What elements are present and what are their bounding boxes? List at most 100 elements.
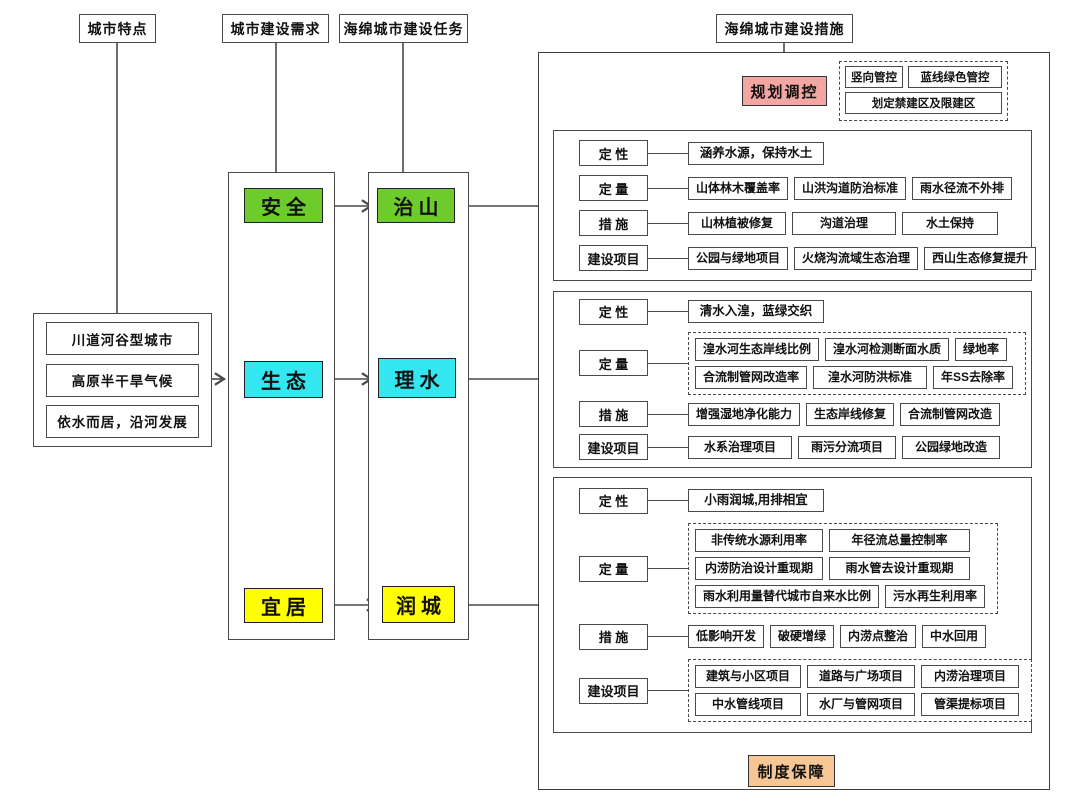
project-cell: 西山生态修复提升	[924, 246, 1037, 270]
measure-cell: 内涝点整治	[840, 625, 917, 649]
city-features-group: 川道河谷型城市 高原半干旱气候 依水而居，沿河发展	[33, 313, 212, 447]
project-cell: 管渠提标项目	[921, 693, 1019, 717]
row-label-qualitative: 定 性	[579, 298, 648, 325]
indicator-cell: 雨水径流不外排	[912, 176, 1013, 200]
project-cell: 内涝治理项目	[921, 665, 1019, 689]
measure-cell: 破硬增绿	[770, 625, 835, 649]
indicator-cell: 雨水利用量替代城市自来水比例	[695, 585, 880, 609]
row-label-qualitative: 定 性	[579, 487, 648, 514]
city-feature-item: 高原半干旱气候	[46, 363, 199, 397]
measure-cell: 增强湿地净化能力	[688, 402, 801, 426]
row-measures: 措 施 低影响开发 破硬增绿 内涝点整治 中水回用	[554, 623, 1031, 650]
row-quantitative: 定 量 湟水河生态岸线比例 湟水河检测断面水质 绿地率 合流制管网改造率 湟水河…	[554, 331, 1031, 395]
project-cell: 水系治理项目	[688, 435, 792, 459]
indicator-cell: 山洪沟道防治标准	[794, 176, 907, 200]
indicator-cell: 年SS去除率	[933, 365, 1014, 389]
indicator-cell: 雨水管去设计重现期	[829, 557, 970, 581]
qualitative-goal: 涵养水源，保持水土	[688, 141, 824, 165]
connector-stub	[648, 413, 688, 415]
planning-vertical-control: 竖向管控	[845, 66, 903, 88]
indicator-cell: 湟水河生态岸线比例	[695, 337, 820, 361]
tasks-container	[368, 172, 469, 640]
project-cell: 公园与绿地项目	[688, 246, 789, 270]
planning-sub-controls: 竖向管控 蓝线绿色管控 划定禁建区及限建区	[839, 61, 1008, 121]
section-city: 定 性 小雨润城,用排相宜 定 量 非传统水源利用率 年径流总量控制率 内涝防治…	[553, 477, 1032, 733]
row-label-measures: 措 施	[579, 401, 648, 428]
city-feature-item: 川道河谷型城市	[46, 322, 199, 356]
connector-stub	[648, 690, 688, 692]
planning-restricted-zones: 划定禁建区及限建区	[845, 92, 1002, 114]
measure-cell: 低影响开发	[688, 625, 765, 649]
indicator-cell: 污水再生利用率	[885, 585, 986, 609]
project-cell: 水厂与管网项目	[807, 693, 915, 717]
row-quantitative: 定 量 非传统水源利用率 年径流总量控制率 内涝防治设计重现期 雨水管去设计重现…	[554, 523, 1031, 615]
planning-control-box: 规划调控	[742, 76, 827, 106]
connector-stub	[648, 152, 688, 154]
project-cell: 建筑与小区项目	[695, 665, 801, 689]
measure-cell: 水土保持	[902, 211, 998, 235]
project-cell: 雨污分流项目	[798, 435, 896, 459]
task-water: 理水	[378, 358, 456, 398]
indicator-cell: 湟水河防洪标准	[813, 365, 928, 389]
row-label-measures: 措 施	[579, 210, 648, 236]
city-feature-item: 依水而居，沿河发展	[46, 404, 199, 438]
header-sponge-tasks: 海绵城市建设任务	[339, 14, 468, 43]
measure-cell: 中水回用	[922, 625, 987, 649]
project-cell: 火烧沟流域生态治理	[794, 246, 919, 270]
measure-cell: 山林植被修复	[688, 211, 786, 235]
connector-stub	[648, 446, 688, 448]
indicator-cell: 内涝防治设计重现期	[695, 557, 823, 581]
indicator-cell: 绿地率	[955, 337, 1008, 361]
header-city-needs: 城市建设需求	[222, 14, 329, 43]
project-cell: 中水管线项目	[695, 693, 801, 717]
row-qualitative: 定 性 小雨润城,用排相宜	[554, 487, 1031, 514]
qualitative-goal: 清水入湟，蓝绿交织	[688, 300, 824, 324]
measure-cell: 合流制管网改造	[900, 402, 1001, 426]
row-label-projects: 建设项目	[579, 434, 648, 461]
row-label-projects: 建设项目	[579, 245, 648, 271]
projects-group: 建筑与小区项目 道路与广场项目 内涝治理项目 中水管线项目 水厂与管网项目 管渠…	[688, 659, 1032, 723]
need-livability: 宜居	[244, 588, 323, 623]
task-city: 润城	[382, 586, 455, 623]
row-qualitative: 定 性 清水入湟，蓝绿交织	[554, 298, 1031, 325]
indicator-cell: 年径流总量控制率	[829, 529, 970, 553]
connector-stub	[648, 222, 688, 224]
connector-stub	[648, 500, 688, 502]
row-qualitative: 定 性 涵养水源，保持水土	[554, 140, 1031, 166]
connector-stub	[648, 311, 688, 313]
institution-guarantee-box: 制度保障	[748, 755, 835, 787]
need-ecology: 生态	[244, 361, 323, 398]
connector-stub	[648, 187, 688, 189]
measure-cell: 沟道治理	[792, 211, 896, 235]
qualitative-goal: 小雨润城,用排相宜	[688, 489, 824, 513]
row-projects: 建设项目 水系治理项目 雨污分流项目 公园绿地改造	[554, 434, 1031, 461]
header-sponge-measures: 海绵城市建设措施	[716, 14, 853, 43]
indicator-cell: 湟水河检测断面水质	[825, 337, 950, 361]
connector-stub	[648, 568, 688, 570]
row-projects: 建设项目 建筑与小区项目 道路与广场项目 内涝治理项目 中水管线项目 水厂与管网…	[554, 659, 1032, 723]
row-projects: 建设项目 公园与绿地项目 火烧沟流域生态治理 西山生态修复提升	[554, 245, 1037, 271]
quantitative-group: 非传统水源利用率 年径流总量控制率 内涝防治设计重现期 雨水管去设计重现期 雨水…	[688, 523, 999, 615]
planning-blue-green-control: 蓝线绿色管控	[908, 66, 1002, 88]
connector-stub	[648, 257, 688, 259]
measure-cell: 生态岸线修复	[806, 402, 895, 426]
row-label-quantitative: 定 量	[579, 350, 648, 377]
indicator-cell: 合流制管网改造率	[695, 365, 808, 389]
row-measures: 措 施 增强湿地净化能力 生态岸线修复 合流制管网改造	[554, 401, 1031, 428]
row-label-quantitative: 定 量	[579, 175, 648, 201]
row-label-quantitative: 定 量	[579, 555, 648, 582]
section-water: 定 性 清水入湟，蓝绿交织 定 量 湟水河生态岸线比例 湟水河检测断面水质 绿地…	[553, 291, 1032, 468]
connector-stub	[648, 362, 688, 364]
indicator-cell: 山体林木覆盖率	[688, 176, 789, 200]
connector-stub	[648, 636, 688, 638]
task-mountain: 治山	[377, 188, 455, 223]
row-measures: 措 施 山林植被修复 沟道治理 水土保持	[554, 210, 1031, 236]
row-label-projects: 建设项目	[579, 677, 648, 704]
quantitative-group: 湟水河生态岸线比例 湟水河检测断面水质 绿地率 合流制管网改造率 湟水河防洪标准…	[688, 331, 1027, 395]
row-label-qualitative: 定 性	[579, 140, 648, 166]
project-cell: 道路与广场项目	[807, 665, 915, 689]
need-safety: 安全	[244, 188, 323, 223]
needs-container	[228, 172, 335, 640]
section-mountain: 定 性 涵养水源，保持水土 定 量 山体林木覆盖率 山洪沟道防治标准 雨水径流不…	[553, 130, 1037, 281]
